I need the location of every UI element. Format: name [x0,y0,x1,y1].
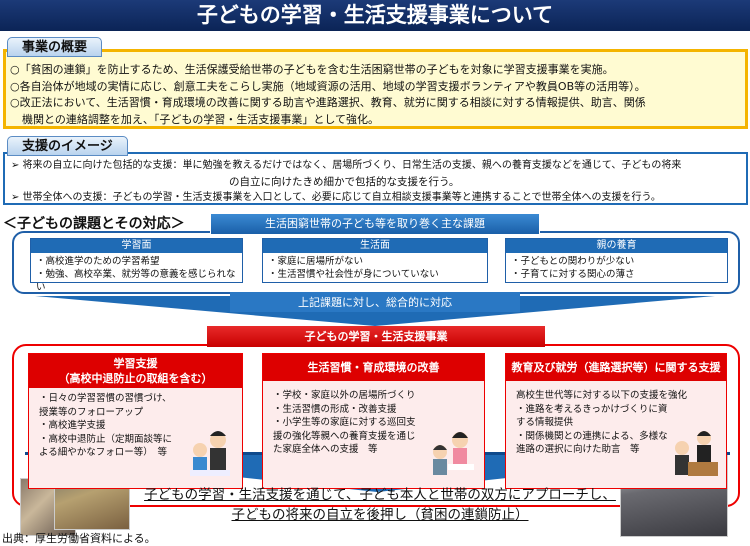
issues-header: 生活困窮世帯の子ども等を取り巻く主な課題 [210,213,540,235]
down-arrow-icon [35,292,715,326]
source-note: 出典：厚生労働省資料による。 [2,532,156,545]
support-line: の自立に向けたきめ細かで包括的な支援を行う。 [229,176,460,188]
conclusion: 子どもの学習・生活支援を通じて、子ども本人と世帯の双方にアプローチし、 子どもの… [130,485,630,525]
program-item: ・高校中退防止（定期面談等による細やかなフォロー等） 等 [39,433,173,459]
issue-item: ・子どもとの関わりが少ない [511,256,635,267]
counseling-illustration-icon [433,432,474,475]
program-item: ・関係機関との連携による、多様な進路の選択に向けた助言 等 [516,430,668,456]
overview-line: ○「貧困の連鎖」を防止するため、生活保護受給世帯の子どもを含む生活困窮世帯の子ど… [10,63,614,76]
program-item: ・高校進学支援 [39,420,106,431]
issues-heading: ＜子どもの課題とその対応＞ [3,216,185,232]
conclusion-line: 子どもの将来の自立を後押し（貧困の連鎖防止） [231,507,529,523]
support-image-box: ➢ 将来の自立に向けた包括的な支援：単に勉強を教えるだけではなく、居場所づくり、… [3,152,748,205]
issue-title: 学習面 [31,239,242,253]
issue-item: ・生活習慣や社会性が身についていない [268,269,439,280]
program-subtitle: （高校中退防止の取組を含む） [58,372,213,385]
overview-line: ○改正法において、生活習慣・育成環境の改善に関する助言や進路選択、教育、就労に関… [10,96,646,109]
program-box-career: 教育及び就労（進路選択等）に関する支援 高校生世代等に対する以下の支援を強化・進… [505,353,727,489]
page-title: 子どもの学習・生活支援事業について [0,0,750,31]
program-item: ・小学生等の家庭に対する巡回支援の強化等親への養育支援を通じた家庭全体への支援 … [273,417,416,455]
issue-box-study: 学習面 ・高校進学のための学習希望・勉強、高校卒業、就労等の意義を感じられない [30,238,243,293]
program-item: ・日々の学習習慣の習慣づけ、授業等のフォローアップ [39,393,172,418]
program-box-life: 生活習慣・育成環境の改善 ・学校・家庭以外の居場所づくり・生活習慣の形成・改善支… [262,353,485,489]
issue-box-life: 生活面 ・家庭に居場所がない・生活習慣や社会性が身についていない [262,238,488,283]
issue-item: ・子育てに対する関心の薄さ [511,269,635,280]
issue-box-parenting: 親の養育 ・子どもとの関わりが少ない・子育てに対する関心の薄さ [505,238,728,283]
program-item: ・学校・家庭以外の居場所づくり [273,390,416,401]
program-item: ・生活習慣の形成・改善支援 [273,403,397,415]
overview-tab: 事業の概要 [7,37,103,57]
program-item: ・進路を考えるきっかけづくりに資する情報提供 [516,403,668,429]
support-line: ➢ 世帯全体への支援：子どもの学習・生活支援事業を入口として、必要に応じて自立相… [11,192,661,203]
program-header: 子どもの学習・生活支援事業 [207,326,545,347]
program-item: 高校生世代等に対する以下の支援を強化 [516,390,688,401]
career-advice-illustration-icon [675,431,718,476]
arrow-label: 上記課題に対し、総合的に対応 [298,296,452,309]
program-title: 学習支援 [113,357,158,370]
program-title: 生活習慣・育成環境の改善 [263,354,484,381]
conclusion-line: 子どもの学習・生活支援を通じて、子ども本人と世帯の双方にアプローチし、 [144,487,616,503]
issue-item: ・高校進学のための学習希望 [36,256,160,267]
support-image-tab: 支援のイメージ [7,136,128,156]
support-line: ➢ 将来の自立に向けた包括的な支援：単に勉強を教えるだけではなく、居場所づくり、… [11,160,682,171]
overview-line: ○各自治体が地域の実情に応じ、創意工夫をこらし実施（地域資源の活用、地域の学習支… [10,79,646,93]
program-box-study: 学習支援 （高校中退防止の取組を含む） ・日々の学習習慣の習慣づけ、授業等のフォロ… [28,353,243,489]
issue-item: ・家庭に居場所がない [268,256,364,267]
overview-line: 機関との連絡調整を加え、「子どもの学習・生活支援事業」として強化。 [22,112,380,126]
program-title: 教育及び就労（進路選択等）に関する支援 [506,354,726,381]
tutoring-illustration-icon [190,431,230,476]
issue-title: 親の養育 [506,239,727,253]
overview-box: ○「貧困の連鎖」を防止するため、生活保護受給世帯の子どもを含む生活困窮世帯の子ど… [3,49,748,129]
issue-title: 生活面 [263,239,487,253]
issue-item: ・勉強、高校卒業、就労等の意義を感じられない [36,269,236,293]
